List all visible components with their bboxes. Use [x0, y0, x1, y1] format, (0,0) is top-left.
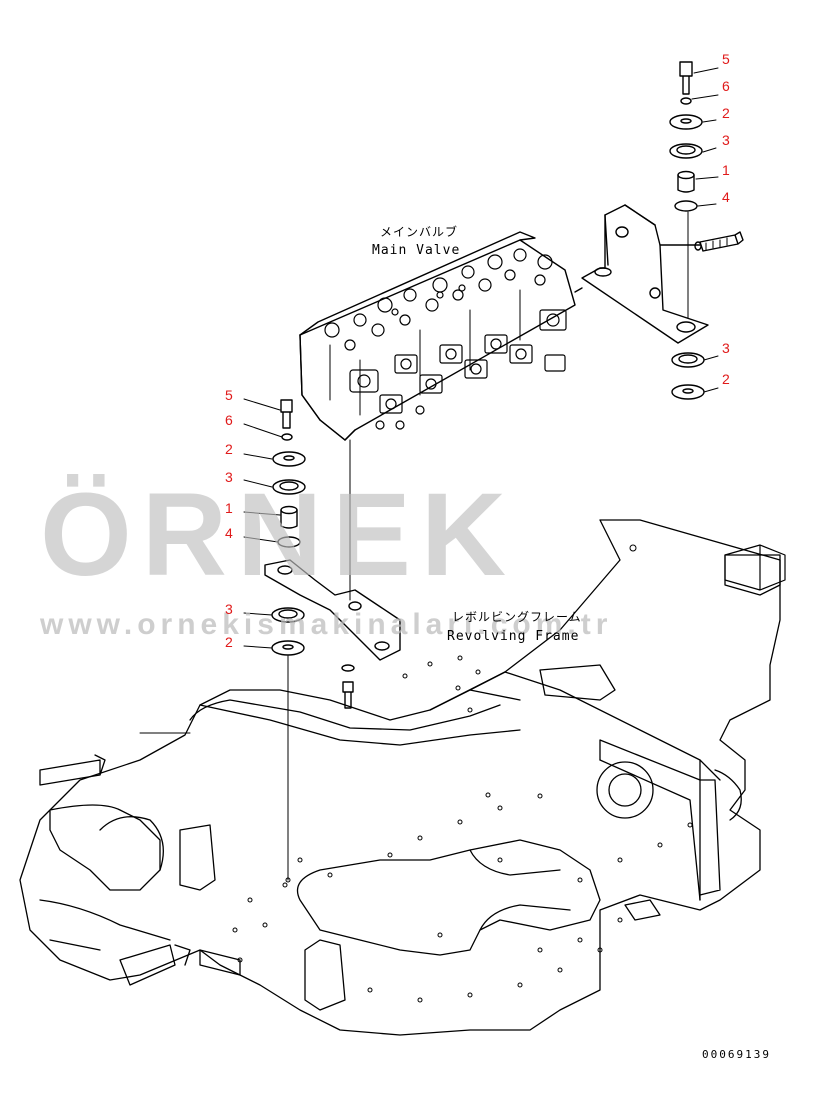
main-valve-label-en: Main Valve	[372, 243, 461, 258]
revolving-frame-label-en: Revolving Frame	[447, 629, 580, 644]
callout-ur-2b: 2	[722, 371, 730, 387]
callout-l-6: 6	[225, 412, 233, 428]
callout-ur-1: 1	[722, 162, 730, 178]
callout-ur-6: 6	[722, 78, 730, 94]
callout-leaders	[139, 67, 719, 734]
callout-l-1: 1	[225, 500, 233, 516]
callout-l-2: 2	[225, 441, 233, 457]
revolving-frame-drawing	[19, 519, 786, 1036]
watermark-brand: ÖRNEK	[40, 469, 517, 601]
callout-l-5: 5	[225, 387, 233, 403]
callout-ur-5: 5	[722, 51, 730, 67]
main-valve-label-jp: メインバルブ	[380, 225, 459, 239]
right-bracket-drawing	[574, 204, 744, 344]
watermark-url: www.ornekismakinalari.com.tr	[40, 608, 613, 641]
upper-right-stack	[669, 61, 705, 400]
callout-ur-3b: 3	[722, 340, 730, 356]
left-bracket-drawing	[264, 439, 401, 709]
callout-l-2b: 2	[225, 634, 233, 650]
callout-ur-4: 4	[722, 189, 730, 205]
callout-ur-2: 2	[722, 105, 730, 121]
drawing-code: 00069139	[702, 1048, 771, 1061]
callout-l-3b: 3	[225, 601, 233, 617]
revolving-frame-label-jp: レボルビングフレーム	[452, 610, 582, 624]
callout-ur-3: 3	[722, 132, 730, 148]
callout-l-4: 4	[225, 525, 233, 541]
callout-l-3: 3	[225, 469, 233, 485]
main-valve-drawing	[299, 231, 576, 441]
